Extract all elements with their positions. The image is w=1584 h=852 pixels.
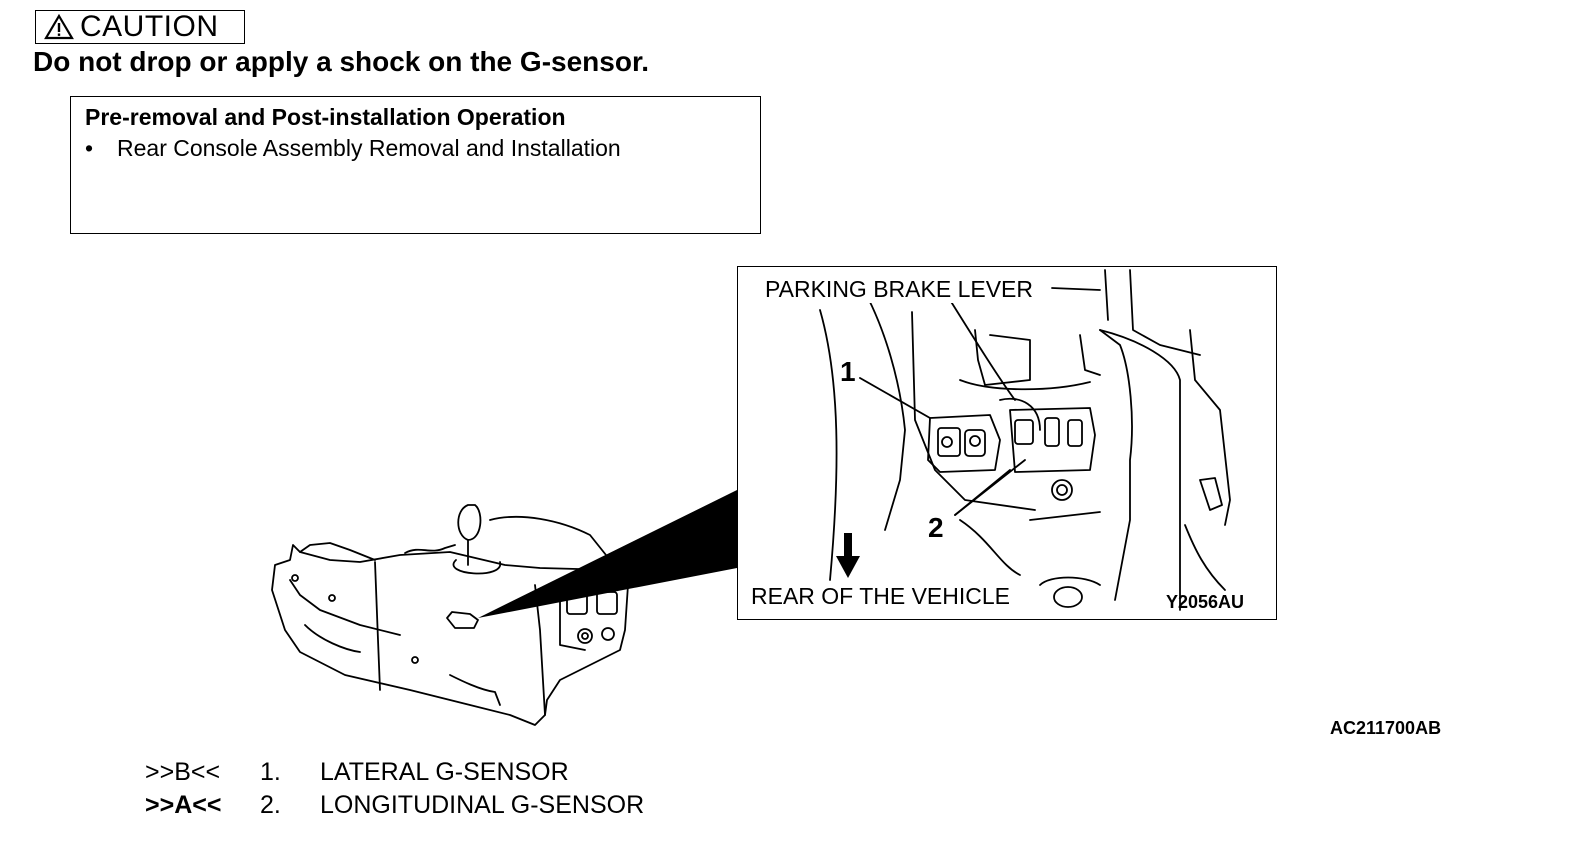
zoom-wedge xyxy=(478,490,737,618)
operation-title: Pre-removal and Post-installation Operat… xyxy=(85,104,566,130)
inset-box xyxy=(737,266,1277,620)
operation-item: • Rear Console Assembly Removal and Insta… xyxy=(85,135,621,162)
operation-item-text: Rear Console Assembly Removal and Instal… xyxy=(117,135,621,161)
legend-code: >>A<< xyxy=(145,791,222,819)
parking-brake-label: PARKING BRAKE LEVER xyxy=(765,276,1033,303)
callout-2: 2 xyxy=(928,512,944,543)
legend-row: >>B<< 1. LATERAL G-SENSOR xyxy=(145,758,569,787)
callout-1: 1 xyxy=(840,356,856,387)
legend-row: >>A<< 2. LONGITUDINAL G-SENSOR xyxy=(145,791,644,820)
figure-code: AC211700AB xyxy=(1330,718,1442,738)
caution-box: CAUTION xyxy=(35,10,245,44)
legend-name: LATERAL G-SENSOR xyxy=(320,758,569,786)
legend-number: 1. xyxy=(260,758,281,786)
rear-of-vehicle-label: REAR OF THE VEHICLE xyxy=(751,583,1011,610)
legend-number: 2. xyxy=(260,791,281,819)
warning-icon xyxy=(44,14,74,40)
down-arrow-icon xyxy=(836,533,860,578)
bullet-icon: • xyxy=(85,135,94,161)
legend-name: LONGITUDINAL G-SENSOR xyxy=(320,791,645,819)
legend-code: >>B<< xyxy=(145,758,221,786)
caution-label: CAUTION xyxy=(80,10,219,43)
operation-box xyxy=(70,96,761,234)
caution-text: Do not drop or apply a shock on the G-se… xyxy=(33,46,650,77)
inset-code: Y2056AU xyxy=(1166,592,1245,612)
